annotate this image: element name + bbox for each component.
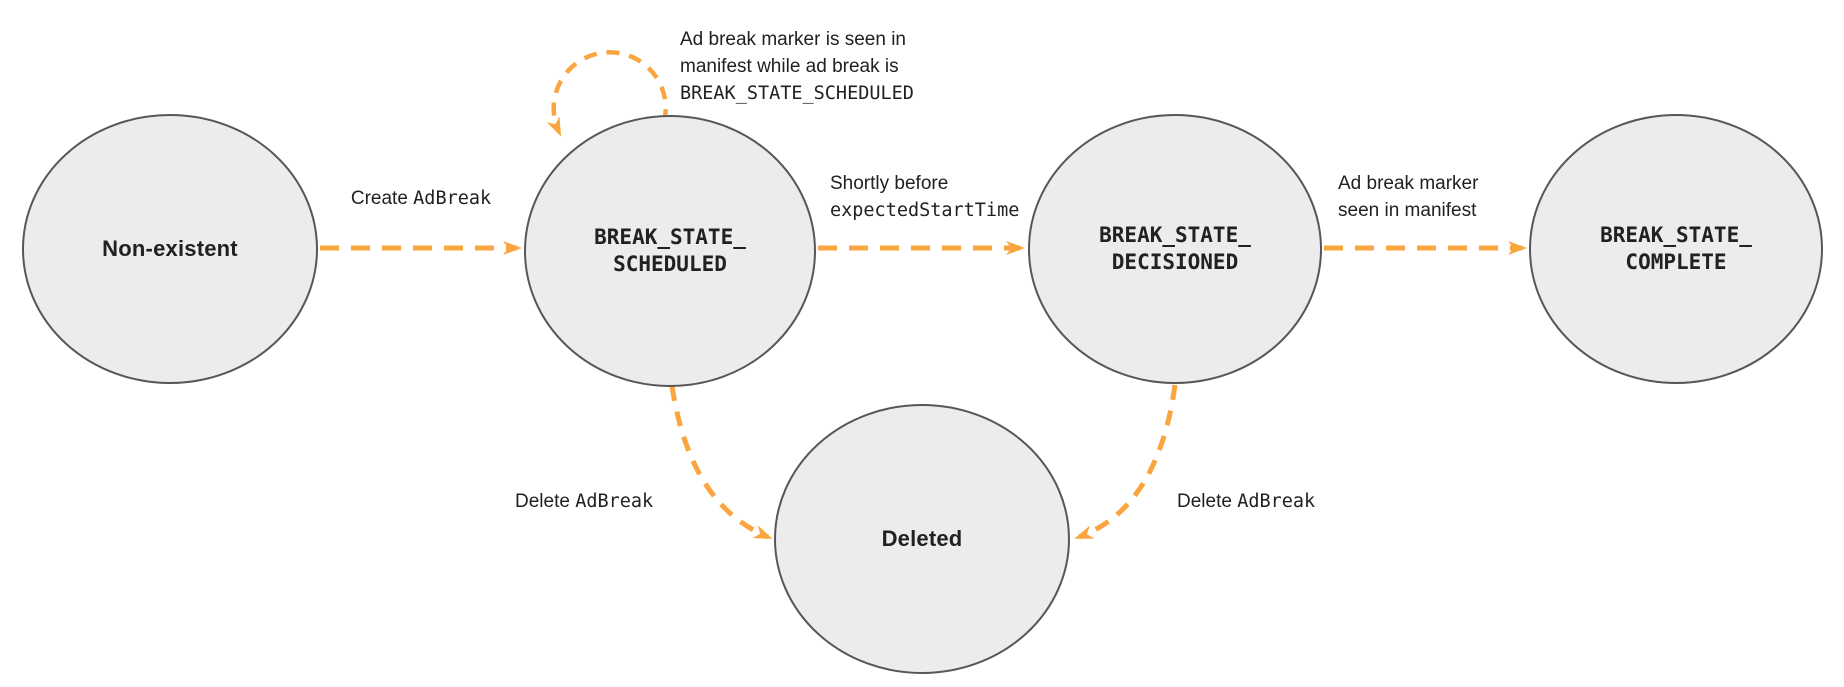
edge-label-self-loop-line2: manifest while ad break is <box>680 56 899 77</box>
edge-self-loop-arrow <box>546 50 668 137</box>
node-label-decisioned-line2: DECISIONED <box>1111 250 1239 274</box>
node-label-decisioned-line1: BREAK_STATE_ <box>1099 223 1251 247</box>
edge-label-to-decisioned-plain: Shortly before <box>830 173 949 194</box>
node-label-complete-line1: BREAK_STATE_ <box>1600 223 1752 247</box>
edge-label-to-decisioned-code: expectedStartTime <box>830 200 1020 221</box>
edge-label-delete-from-scheduled: Delete AdBreak <box>515 488 653 515</box>
edge-label-self-loop-code: BREAK_STATE_SCHEDULED <box>680 83 914 104</box>
edge-label-create-plain: Create <box>350 188 408 209</box>
edge-label-create-code: AdBreak <box>413 188 492 209</box>
edge-label-to-complete-line2: seen in manifest <box>1338 200 1477 221</box>
node-label-decisioned: BREAK_STATE_ DECISIONED <box>1099 222 1251 276</box>
node-label-scheduled-line1: BREAK_STATE_ <box>594 225 746 249</box>
edge-label-to-complete-line1: Ad break marker <box>1338 173 1479 194</box>
edge-label-delete-scheduled-code: AdBreak <box>575 491 654 512</box>
edge-label-delete-decisioned-plain: Delete <box>1177 491 1232 512</box>
node-label-complete: BREAK_STATE_ COMPLETE <box>1600 222 1752 276</box>
state-node-complete <box>1529 114 1823 384</box>
edge-label-to-complete: Ad break marker seen in manifest <box>1338 170 1478 224</box>
edge-delete-from-decisioned-arrow <box>1074 384 1178 540</box>
edge-label-delete-decisioned-code: AdBreak <box>1237 491 1316 512</box>
state-node-decisioned <box>1028 114 1322 384</box>
edge-delete-from-scheduled-arrow <box>669 385 773 540</box>
edge-label-self-loop-line1: Ad break marker is seen in <box>680 29 906 50</box>
node-label-scheduled-line2: SCHEDULED <box>613 252 727 276</box>
edge-label-self-loop: Ad break marker is seen in manifest whil… <box>680 26 914 107</box>
edge-label-delete-from-decisioned: Delete AdBreak <box>1177 488 1315 515</box>
edge-label-create: Create AdBreak <box>351 185 491 212</box>
edge-label-to-decisioned: Shortly before expectedStartTime <box>830 170 1019 224</box>
node-label-complete-line2: COMPLETE <box>1625 250 1727 274</box>
node-label-non-existent: Non-existent <box>102 236 238 261</box>
state-node-deleted <box>774 404 1070 674</box>
edge-label-delete-scheduled-plain: Delete <box>515 491 570 512</box>
state-node-non-existent <box>22 114 318 384</box>
state-node-scheduled <box>524 115 816 387</box>
node-label-deleted: Deleted <box>881 526 963 551</box>
node-label-scheduled: BREAK_STATE_ SCHEDULED <box>594 224 746 278</box>
